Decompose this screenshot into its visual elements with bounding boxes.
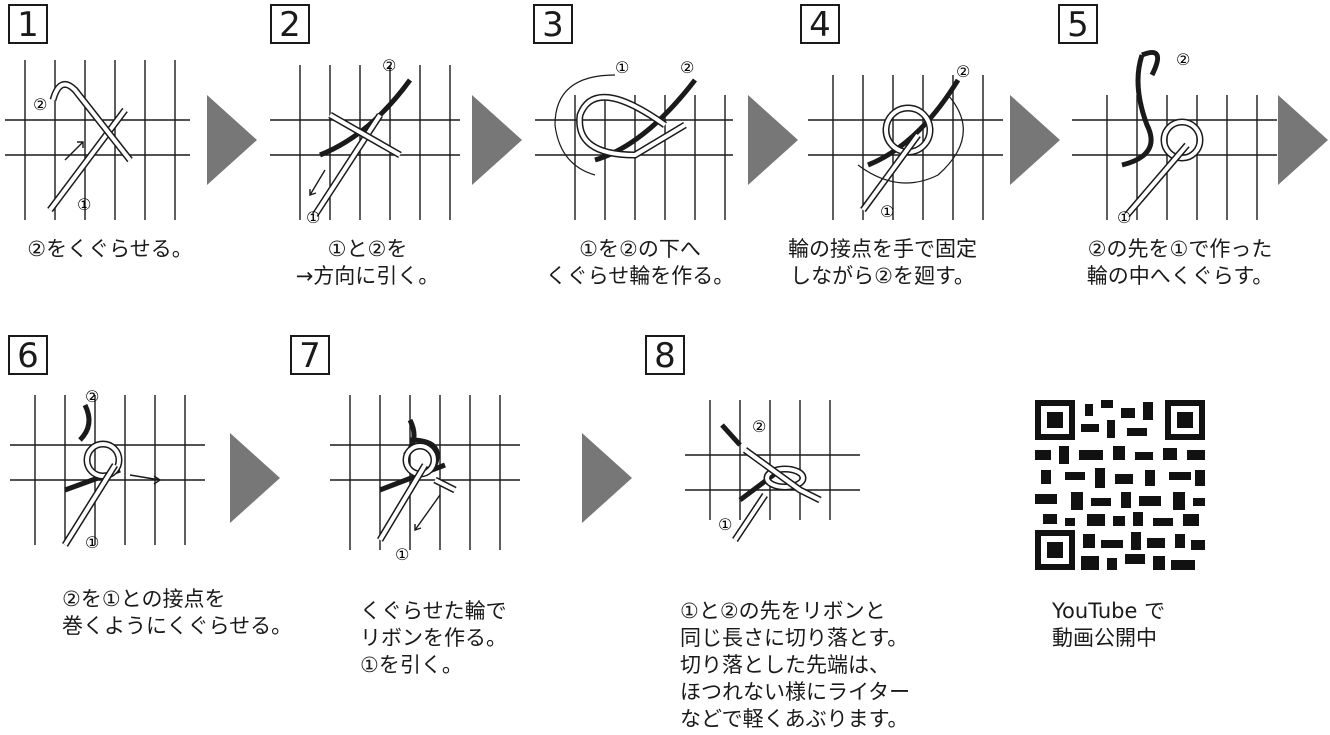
step-caption: ①と②の先をリボンと 同じ長さに切り落とす。 切り落とした先端は、 ほつれない様… [680, 599, 911, 731]
marker-2: ② [33, 95, 47, 114]
svg-text:②: ② [1176, 50, 1190, 69]
step-number: 3 [533, 4, 573, 44]
step-2-illustration: ② ① [270, 56, 460, 225]
step-number: 6 [8, 335, 48, 375]
step-number: 1 [8, 4, 48, 44]
next-arrow-icon [1278, 95, 1328, 185]
step-8-illustration: ② ① [685, 400, 860, 542]
step-number: 5 [1058, 4, 1098, 44]
next-arrow-icon [582, 433, 632, 523]
step-caption: ①と②を →方向に引く。 [295, 237, 440, 288]
next-arrow-icon [230, 433, 280, 523]
step-4-illustration: ② ① [808, 62, 1003, 221]
step-7-illustration: ① [330, 395, 520, 564]
next-arrow-icon [472, 95, 522, 185]
svg-text:②: ② [956, 62, 970, 81]
step-caption: ①を②の下へ くぐらせ輪を作る。 [545, 237, 735, 288]
step-number: 2 [270, 4, 310, 44]
qr-caption: YouTube で 動画公開中 [1052, 599, 1166, 650]
step-number: 8 [645, 335, 685, 375]
svg-text:②: ② [382, 56, 396, 75]
step-number: 7 [290, 335, 330, 375]
step-1-illustration: ② ① [5, 60, 190, 220]
next-arrow-icon [748, 95, 798, 185]
svg-text:②: ② [752, 417, 766, 436]
next-arrow-icon [207, 95, 257, 185]
next-arrow-icon [1010, 95, 1060, 185]
step-number: 4 [800, 4, 840, 44]
svg-text:①: ① [880, 202, 894, 221]
marker-1: ① [77, 195, 91, 214]
step-6-illustration: ② ① [10, 387, 205, 552]
svg-text:①: ① [615, 58, 629, 77]
svg-text:①: ① [85, 533, 99, 552]
svg-text:①: ① [395, 545, 409, 564]
svg-text:①: ① [1117, 208, 1131, 225]
youtube-qr-code[interactable] [1035, 400, 1205, 570]
step-caption: くぐらせた輪で リボンを作る。 ①を引く。 [360, 599, 507, 677]
svg-text:②: ② [680, 58, 694, 77]
step-caption: ②を①との接点を 巻くようにくぐらせる。 [62, 587, 293, 638]
step-caption: ②をくぐらせる。 [27, 237, 193, 261]
svg-text:①: ① [306, 208, 320, 225]
svg-text:①: ① [718, 515, 732, 534]
svg-text:②: ② [85, 387, 99, 406]
step-caption: 輪の接点を手で固定 しながら②を廻す。 [788, 237, 977, 288]
step-caption: ②の先を①で作った 輪の中へくぐらす。 [1086, 237, 1274, 288]
step-5-illustration: ② ① [1072, 50, 1277, 225]
step-3-illustration: ① ② [535, 58, 733, 220]
